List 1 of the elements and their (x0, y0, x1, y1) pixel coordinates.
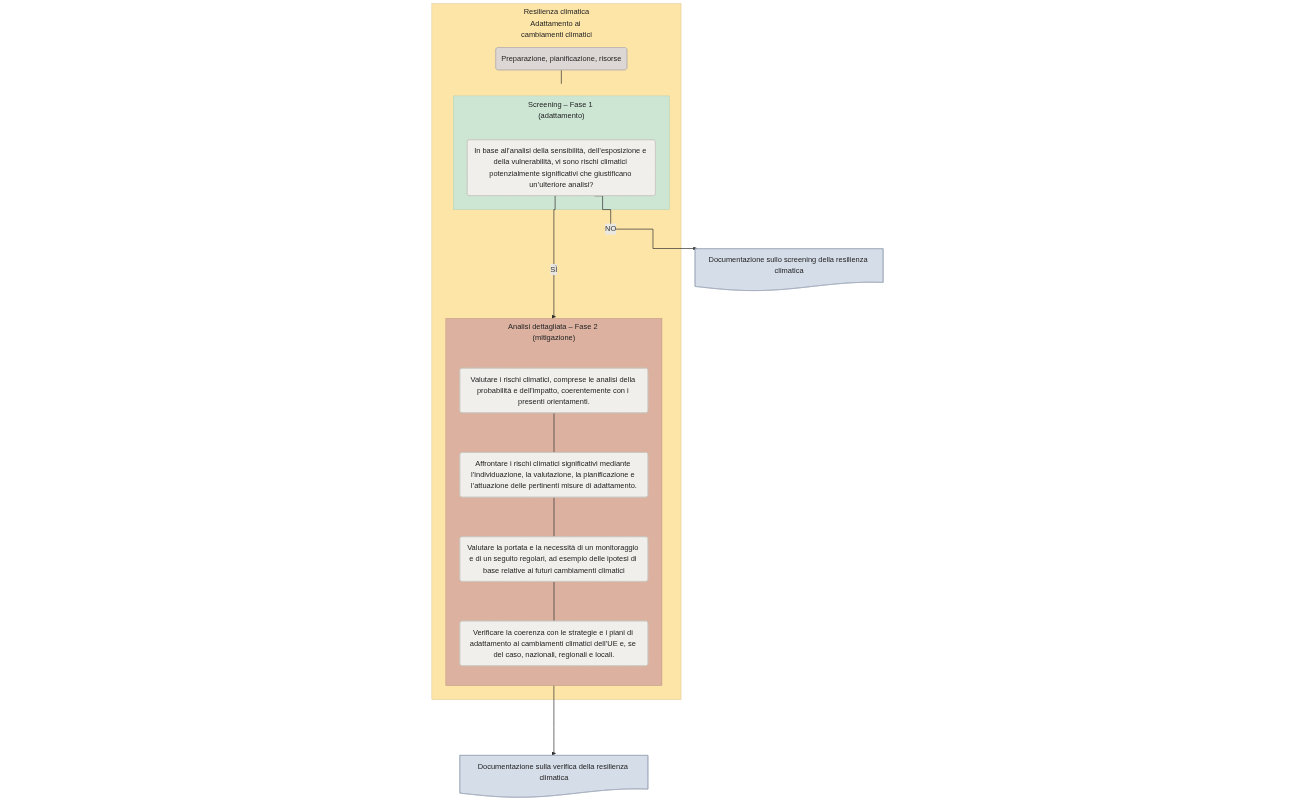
connector (561, 69, 562, 85)
